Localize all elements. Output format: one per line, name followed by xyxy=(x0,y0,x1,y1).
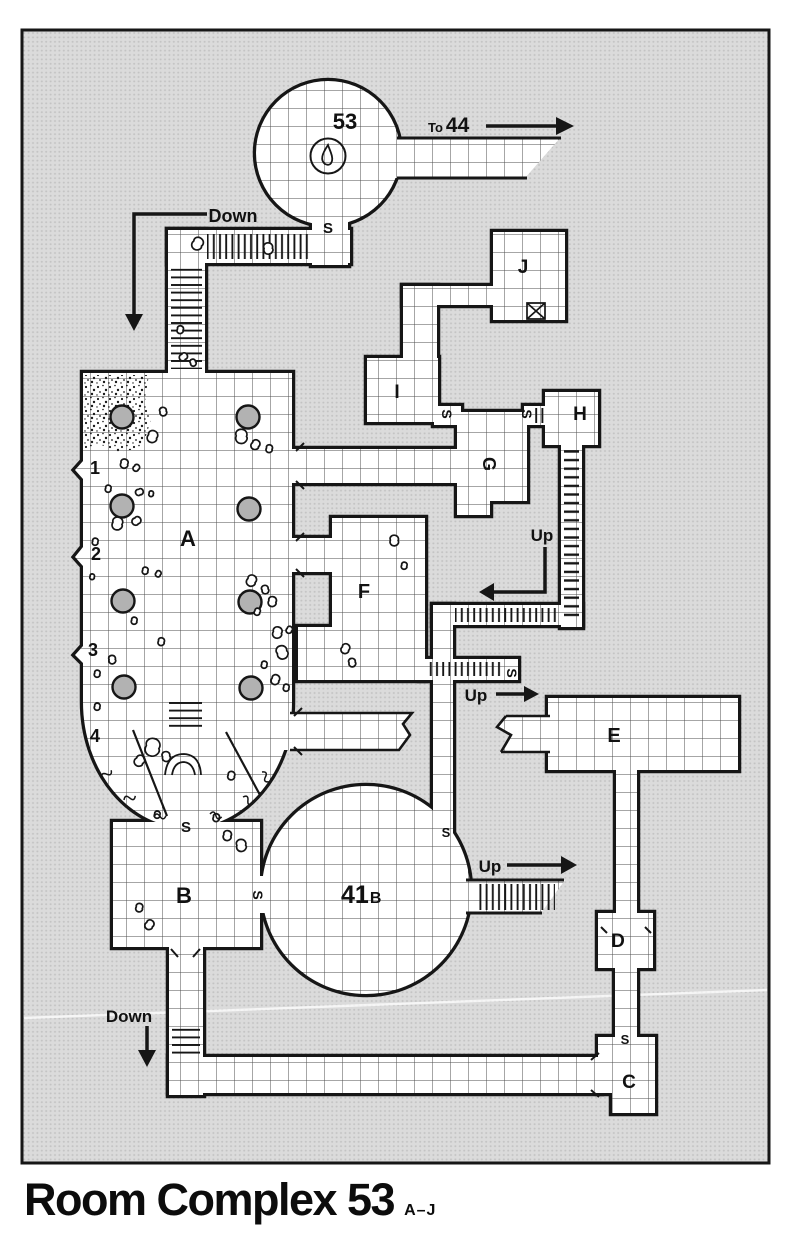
room-j-floor xyxy=(493,232,565,320)
direction-arrows xyxy=(132,124,563,1051)
room-53-floor xyxy=(256,81,400,225)
room-g-label: G xyxy=(479,457,499,471)
room-d-label: D xyxy=(611,931,625,952)
arch-doodle xyxy=(164,753,202,776)
corridor-to-44 xyxy=(397,136,561,180)
scan-crease xyxy=(23,988,768,1020)
torn-corridor-a-east xyxy=(290,711,415,752)
secret-door-41b-north: S xyxy=(442,825,451,840)
alcove-4-label: 4 xyxy=(90,726,100,746)
door-ticks xyxy=(170,442,652,1098)
down-top-arrow xyxy=(132,212,207,315)
secret-door-d-c: S xyxy=(621,1032,630,1047)
room-f-label: F xyxy=(358,581,370,603)
amphitheatre-details xyxy=(99,729,272,821)
room-b-label: B xyxy=(176,883,192,908)
room-e-label: E xyxy=(607,725,620,747)
room-j-label: J xyxy=(518,257,529,278)
torn-corridor-41b-east xyxy=(466,878,564,915)
map-title: Room Complex 53 A–J xyxy=(24,1177,788,1222)
down-top-label: Down xyxy=(209,206,258,226)
alcove-2-label: 2 xyxy=(91,544,101,564)
chamber-53-feature xyxy=(309,137,347,175)
pillar-circles xyxy=(109,404,264,701)
room-c-label: C xyxy=(622,1072,636,1093)
room-i-label: I xyxy=(394,382,399,403)
stair-hatches xyxy=(169,234,579,1055)
decoration-layer xyxy=(83,117,652,1098)
trap-x-cell xyxy=(526,302,546,320)
alcove-1-label: 1 xyxy=(90,458,100,478)
up-41b-label: Up xyxy=(479,857,502,876)
map-title-range: A–J xyxy=(404,1202,437,1219)
secret-door-i-g: S xyxy=(439,409,455,418)
room-e-floor xyxy=(548,698,738,770)
alcove-3-label: 3 xyxy=(88,640,98,660)
room-53-label: 53 xyxy=(333,109,357,134)
up-mid-arrow xyxy=(493,547,547,594)
room-h-floor xyxy=(545,392,598,445)
room-h-label: H xyxy=(573,404,587,425)
room-i-floor xyxy=(367,358,438,422)
arrow-heads xyxy=(125,117,577,1067)
room-d-floor xyxy=(598,913,653,968)
room-41b-label: 41B xyxy=(341,881,381,909)
secret-door-g-h: S xyxy=(519,409,535,418)
secret-door-b-41b: S xyxy=(250,890,266,899)
down-bottom-label: Down xyxy=(106,1007,152,1026)
map-title-main: Room Complex 53 xyxy=(24,1174,396,1225)
up-mid-label: Up xyxy=(531,526,554,545)
torn-entry-e xyxy=(495,714,550,754)
secret-door-f-stairs: S xyxy=(504,668,520,677)
secret-door-a-b: S xyxy=(181,819,191,836)
up-east-label: Up xyxy=(465,686,488,705)
secret-door-53: S xyxy=(323,220,333,237)
teardrop-statue-icon xyxy=(321,142,334,166)
ladder-h xyxy=(564,449,579,621)
room-a-label: A xyxy=(180,526,196,551)
